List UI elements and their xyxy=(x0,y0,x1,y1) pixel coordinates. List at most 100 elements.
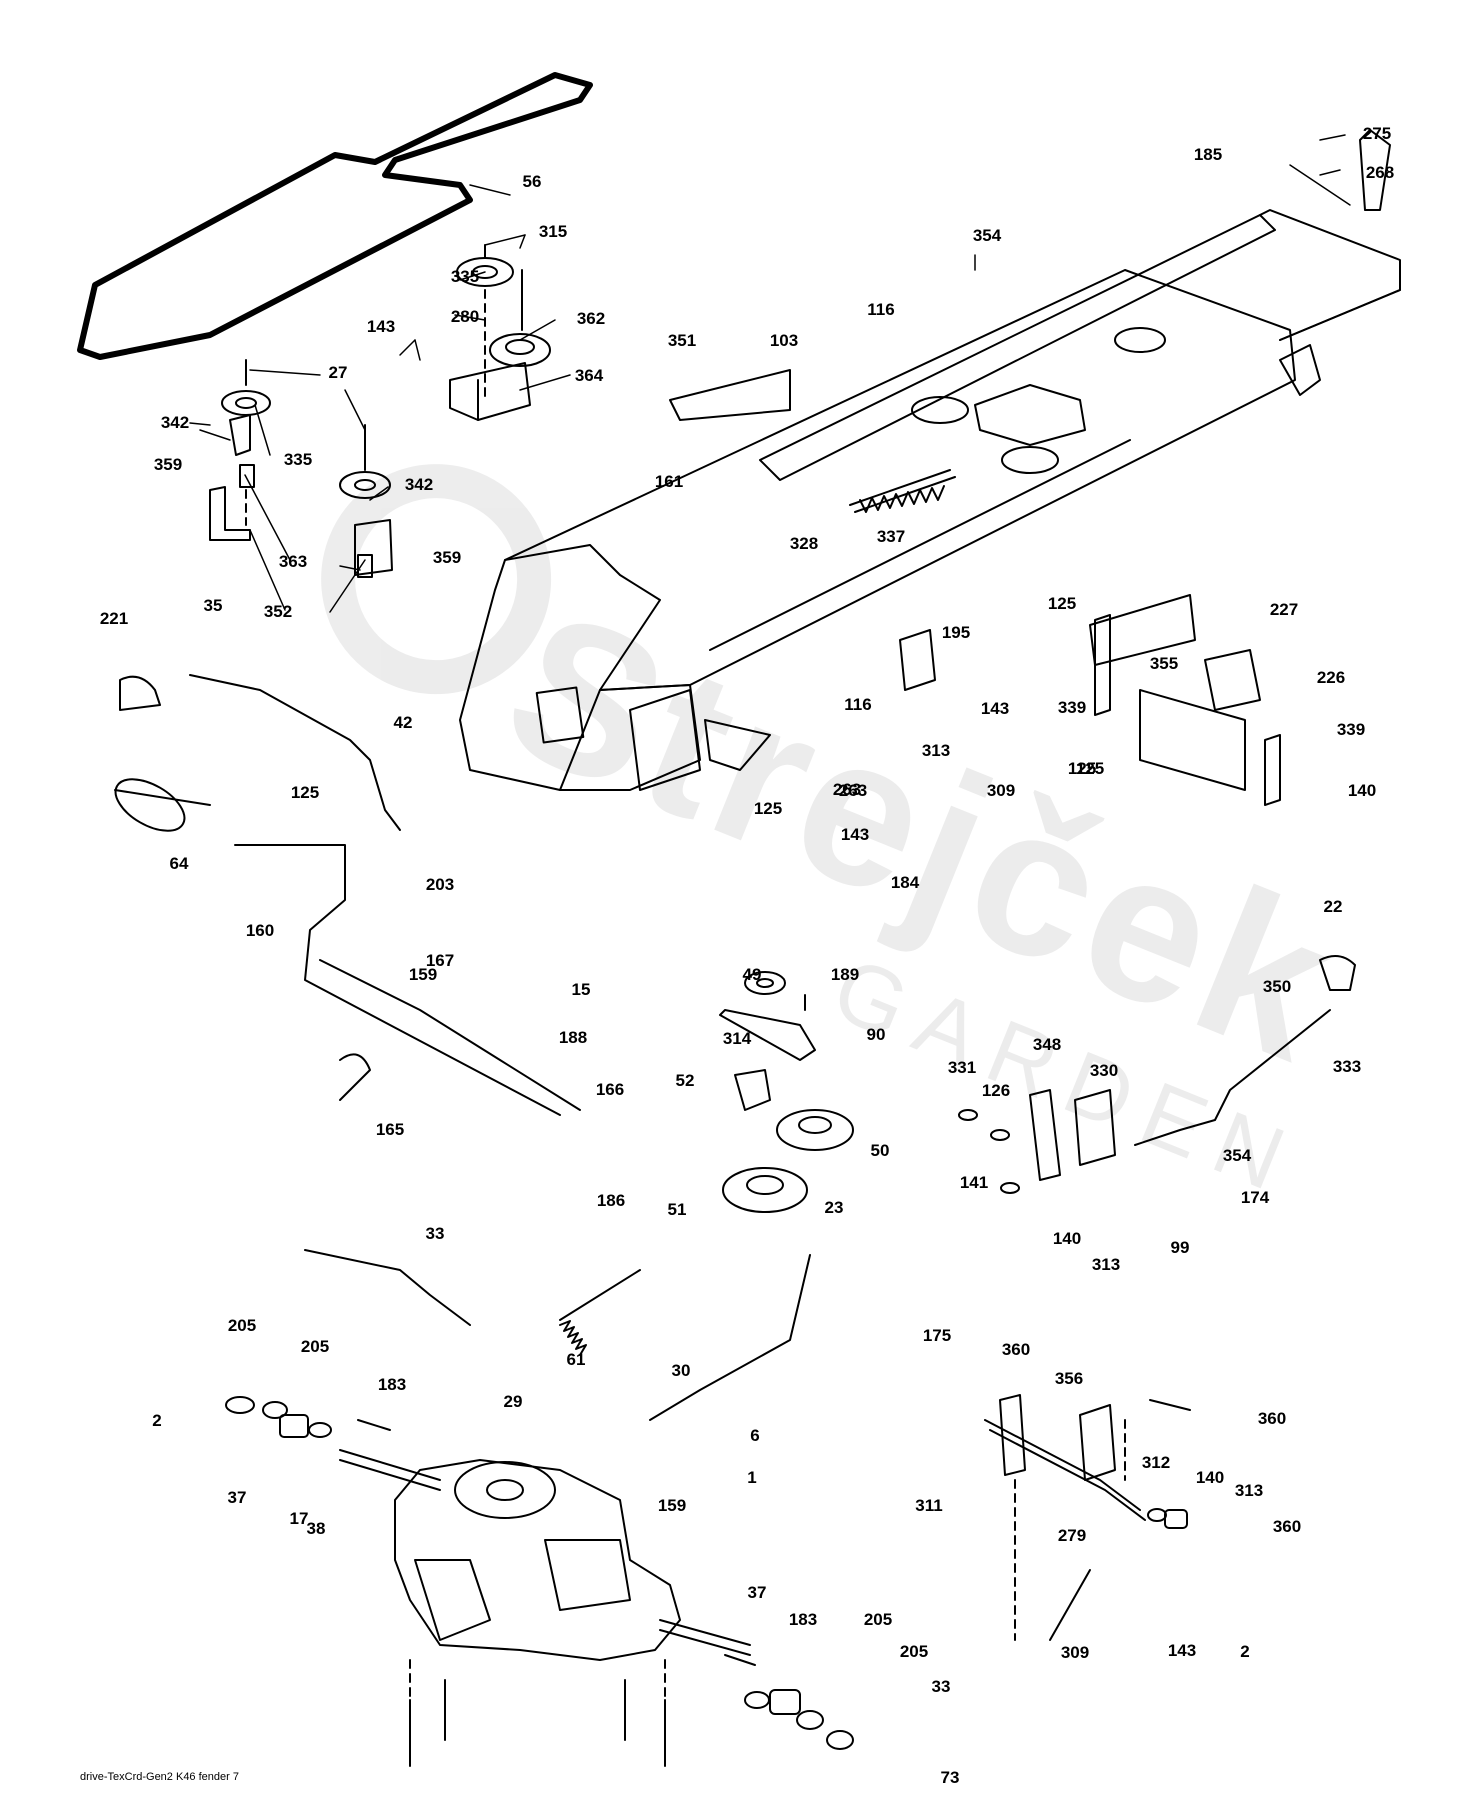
callout-label: 2 xyxy=(152,1411,161,1430)
callout-label: 51 xyxy=(668,1200,687,1219)
callout-label: 38 xyxy=(307,1519,326,1538)
axle-parts-left xyxy=(225,1396,391,1438)
callout-label: 360 xyxy=(1273,1517,1301,1536)
brackets xyxy=(669,129,1391,806)
callout-label: 313 xyxy=(1235,1481,1263,1500)
callout-label: 143 xyxy=(1168,1641,1196,1660)
reference-code: drive-TexCrd-Gen2 K46 fender 7 xyxy=(80,1771,239,1783)
mounting-bolts xyxy=(409,1679,666,1761)
axle-parts-right xyxy=(724,1654,854,1750)
callout-label: 29 xyxy=(504,1392,523,1411)
idler-bracket-top xyxy=(449,244,551,421)
callout-label: 279 xyxy=(1058,1526,1086,1545)
callout-label: 2 xyxy=(1240,1642,1249,1661)
callout-label: 356 xyxy=(1055,1369,1083,1388)
callout-label: 99 xyxy=(1171,1238,1190,1257)
callout-label: 37 xyxy=(748,1583,767,1602)
callout-label: 174 xyxy=(1241,1188,1270,1207)
callout-label: 64 xyxy=(170,854,189,873)
callout-label: 309 xyxy=(987,781,1015,800)
callout-label: 165 xyxy=(376,1120,404,1139)
callout-label: 275 xyxy=(1363,124,1391,143)
callout-label: 27 xyxy=(329,363,348,382)
callout-label: 263 xyxy=(839,781,867,800)
tractor-frame xyxy=(459,209,1401,791)
callout-label: 280 xyxy=(451,307,479,326)
callout-label: 221 xyxy=(100,609,128,628)
callout-label: 143 xyxy=(367,317,395,336)
callout-label: 90 xyxy=(867,1025,886,1044)
callout-label: 189 xyxy=(831,965,859,984)
callout-label: 56 xyxy=(523,172,542,191)
callout-label: 360 xyxy=(1258,1409,1286,1428)
callout-label: 33 xyxy=(932,1677,951,1696)
callout-label: 161 xyxy=(655,472,683,491)
callout-label: 227 xyxy=(1270,600,1298,619)
shaft-assembly xyxy=(984,1394,1191,1641)
callout-label: 6 xyxy=(750,1426,759,1445)
callout-label: 30 xyxy=(672,1361,691,1380)
callout-label: 337 xyxy=(877,527,905,546)
callout-label: 23 xyxy=(825,1198,844,1217)
control-bracket xyxy=(958,1089,1116,1194)
leader-lines xyxy=(189,134,1351,613)
callout-label: 125 xyxy=(1076,759,1104,778)
callout-label: 42 xyxy=(394,713,413,732)
callout-label: 125 xyxy=(1068,759,1096,778)
callout-label: 313 xyxy=(1092,1255,1120,1274)
callout-label: 314 xyxy=(723,1029,752,1048)
callout-label: 140 xyxy=(1053,1229,1081,1248)
callout-label: 52 xyxy=(676,1071,695,1090)
callout-label: 73 xyxy=(941,1768,960,1787)
callout-label: 141 xyxy=(960,1173,988,1192)
callout-label: 330 xyxy=(1090,1061,1118,1080)
callout-label: 125 xyxy=(754,799,782,818)
idler-assembly-left xyxy=(209,359,393,578)
callout-label: 35 xyxy=(204,596,223,615)
callout-label: 205 xyxy=(301,1337,329,1356)
callout-label: 342 xyxy=(405,475,433,494)
callout-label: 268 xyxy=(1366,163,1394,182)
callout-label: 1 xyxy=(747,1468,756,1487)
drive-belt xyxy=(77,72,593,360)
callout-label: 166 xyxy=(596,1080,624,1099)
callout-label: 184 xyxy=(891,873,920,892)
callout-label: 354 xyxy=(973,226,1002,245)
callout-label: 175 xyxy=(923,1326,951,1345)
callout-label: 205 xyxy=(864,1610,892,1629)
callout-label: 342 xyxy=(161,413,189,432)
callout-label: 351 xyxy=(668,331,696,350)
callout-label: 313 xyxy=(922,741,950,760)
springs xyxy=(559,469,956,1356)
callout-label: 183 xyxy=(378,1375,406,1394)
callout-label: 17 xyxy=(290,1509,309,1528)
callout-label: 186 xyxy=(597,1191,625,1210)
callout-label: 354 xyxy=(1223,1146,1252,1165)
callout-label: 143 xyxy=(841,825,869,844)
callout-label: 33 xyxy=(426,1224,445,1243)
callout-label: 226 xyxy=(1317,668,1345,687)
callout-label: 335 xyxy=(451,267,479,286)
callout-label: 188 xyxy=(559,1028,587,1047)
callout-label: 195 xyxy=(942,623,970,642)
callout-label: 328 xyxy=(790,534,818,553)
callout-label: 183 xyxy=(789,1610,817,1629)
callout-label: 333 xyxy=(1333,1057,1361,1076)
callout-label: 205 xyxy=(228,1316,256,1335)
callout-label: 311 xyxy=(915,1496,942,1515)
callout-label: 360 xyxy=(1002,1340,1030,1359)
callout-label: 335 xyxy=(284,450,312,469)
callout-label: 331 xyxy=(948,1058,976,1077)
callout-label: 140 xyxy=(1196,1468,1224,1487)
callout-label: 312 xyxy=(1142,1453,1170,1472)
callout-label: 126 xyxy=(982,1081,1010,1100)
callout-label: 116 xyxy=(867,300,894,319)
callout-label: 348 xyxy=(1033,1035,1061,1054)
callout-label: 350 xyxy=(1263,977,1291,996)
transaxle xyxy=(339,1449,751,1771)
callout-label: 263 xyxy=(833,780,861,799)
callout-label: 15 xyxy=(572,980,591,999)
callout-label: 359 xyxy=(154,455,182,474)
